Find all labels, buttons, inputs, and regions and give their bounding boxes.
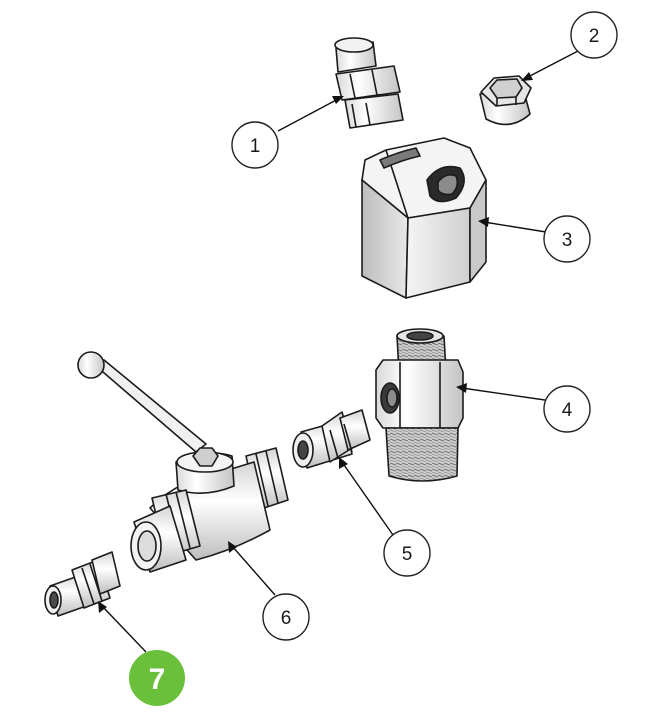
part-4-tee-adapter <box>375 328 464 482</box>
callout-6-label: 6 <box>281 608 292 629</box>
leader-lines <box>98 50 579 653</box>
callout-2: 2 <box>570 11 618 59</box>
callout-5-label: 5 <box>402 544 413 565</box>
callout-4-label: 4 <box>562 400 573 421</box>
callout-3: 3 <box>543 215 591 263</box>
callout-6: 6 <box>262 593 310 641</box>
part-5-hex-nipple <box>292 409 371 469</box>
part-6-ball-valve <box>77 351 289 573</box>
part-7-hex-nipple <box>44 551 121 617</box>
callout-7-label: 7 <box>149 663 166 696</box>
callout-3-label: 3 <box>562 230 573 251</box>
part-1-hex-nipple <box>334 37 404 129</box>
callout-2-label: 2 <box>589 26 600 47</box>
callout-1: 1 <box>231 121 279 169</box>
part-2-hex-plug <box>479 75 532 126</box>
callout-7-highlighted: 7 <box>129 650 185 706</box>
callout-1-label: 1 <box>250 136 261 157</box>
callout-4: 4 <box>543 385 591 433</box>
part-3-block <box>361 137 487 299</box>
callout-5: 5 <box>383 529 431 577</box>
